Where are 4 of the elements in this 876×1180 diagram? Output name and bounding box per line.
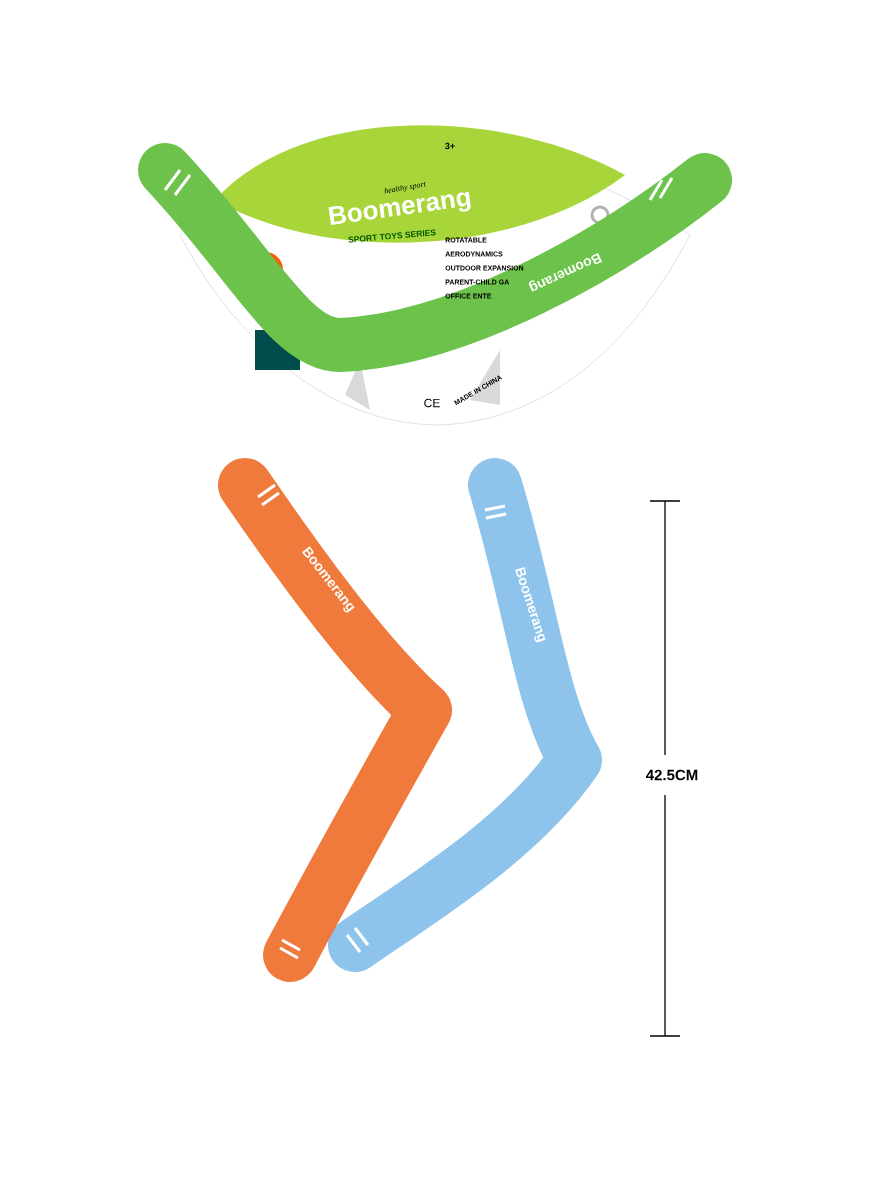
subtitle-text: SPORT TOYS SERIES [348,229,436,243]
dimension-label: 42.5CM [645,769,698,781]
ce-mark: CE [424,398,440,408]
age-label: 3+ [445,142,455,150]
